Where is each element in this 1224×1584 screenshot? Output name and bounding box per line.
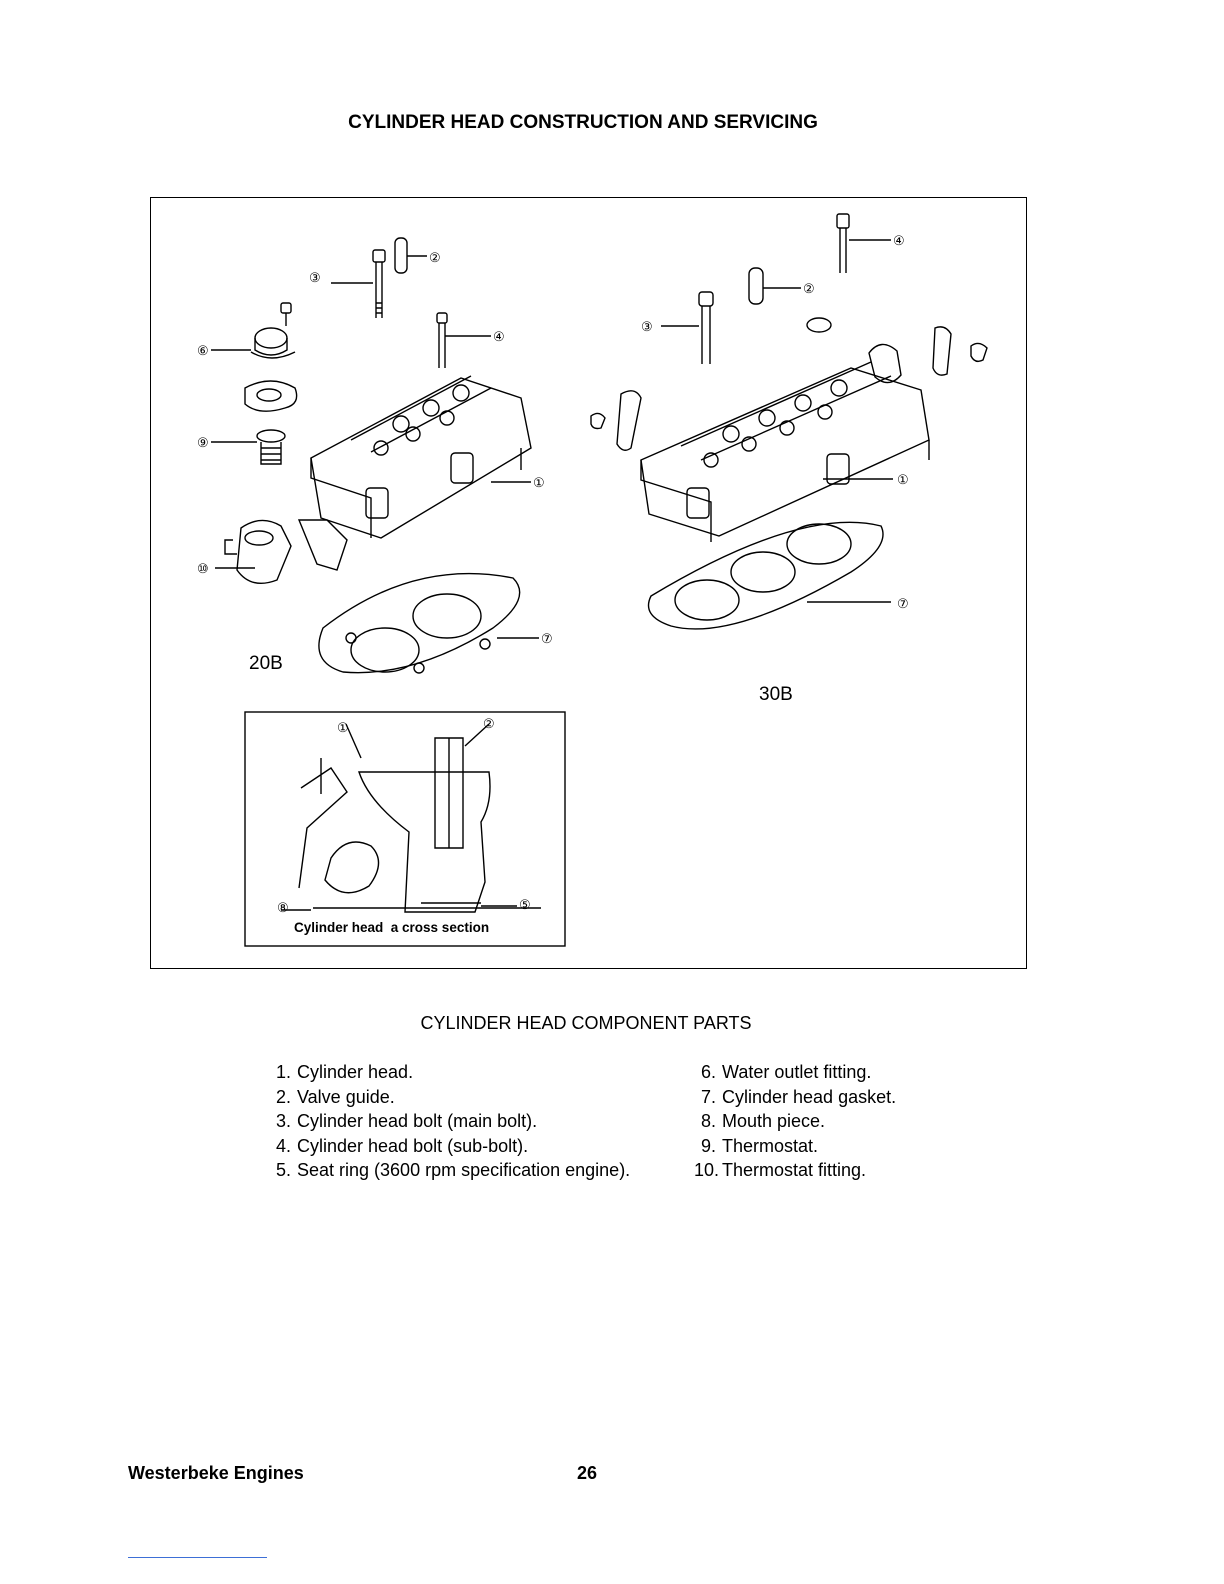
- left-callout-7-text: ⑦: [541, 631, 553, 646]
- left-callout-3-text: ③: [309, 270, 321, 285]
- left-callout-10-text: ⑩: [197, 561, 209, 576]
- exploded-diagram: [211, 213, 988, 947]
- inset-caption: Cylinder head a cross section: [294, 920, 490, 935]
- right-sub-bolt: [836, 213, 891, 273]
- parts-list-right: 6.Water outlet fitting. 7.Cylinder head …: [694, 1060, 896, 1183]
- list-item: 8.Mouth piece.: [700, 1111, 826, 1131]
- right-callout-3-text: ③: [641, 319, 653, 334]
- left-callout-4-text: ④: [493, 329, 505, 344]
- left-main-bolt: [331, 249, 386, 318]
- left-valve-guide: [394, 237, 427, 274]
- page-number: 26: [577, 1463, 598, 1483]
- page-title: CYLINDER HEAD CONSTRUCTION AND SERVICING: [348, 112, 818, 133]
- right-callout-4-text: ④: [893, 233, 905, 248]
- left-callout-1-text: ①: [533, 475, 545, 490]
- list-item: 2.Valve guide.: [275, 1086, 395, 1107]
- footer-brand: Westerbeke Engines: [128, 1463, 304, 1483]
- list-item: 10.Thermostat fitting.: [694, 1160, 867, 1180]
- list-item: 3.Cylinder head bolt (main bolt).: [275, 1111, 538, 1131]
- left-fitting-gasket: [297, 519, 348, 571]
- left-sub-bolt: [436, 312, 491, 368]
- list-item: 7.Cylinder head gasket.: [700, 1086, 897, 1107]
- left-cylinder-head: [310, 375, 532, 539]
- right-lift-bracket: [616, 390, 642, 451]
- right-main-bolt: [661, 291, 714, 364]
- list-item: 9.Thermostat.: [700, 1135, 819, 1156]
- inset-frame: [244, 711, 566, 947]
- left-callout-6-text: ⑥: [197, 343, 209, 358]
- left-callout-9-text: ⑨: [197, 435, 209, 450]
- inset-callout-1: ①: [337, 720, 349, 735]
- list-item: 4.Cylinder head bolt (sub-bolt).: [275, 1135, 529, 1156]
- right-callout-7-text: ⑦: [897, 596, 909, 611]
- inset-callout-5: ⑤: [519, 897, 531, 912]
- list-item: 6.Water outlet fitting.: [700, 1062, 872, 1082]
- left-outlet-gasket: [244, 380, 298, 412]
- right-valve-guide: [748, 267, 801, 305]
- left-thermostat: [211, 429, 286, 465]
- right-cap: [868, 343, 902, 384]
- right-callout-1-text: ①: [897, 472, 909, 487]
- parts-list-left: 1.Cylinder head. 2.Valve guide. 3.Cylind…: [269, 1060, 630, 1183]
- inset-callout-2: ②: [483, 716, 495, 731]
- left-head-gasket: [318, 572, 539, 674]
- list-item: 1.Cylinder head.: [275, 1062, 414, 1082]
- inset-callout-8: ⑧: [277, 900, 289, 915]
- right-cylinder-head: [640, 361, 930, 542]
- exploded-diagram-frame: 20B 30B ③ ② ⑥ ④ ⑨ ① ⑩ ⑦ ④ ② ③ ① ⑦ ① ② ⑧ …: [150, 197, 1027, 969]
- inset-cross-section: [281, 723, 541, 913]
- left-water-outlet: [211, 302, 296, 359]
- left-callout-2-text: ②: [429, 250, 441, 265]
- right-head-gasket: [647, 521, 891, 630]
- right-callout-2-text: ②: [803, 281, 815, 296]
- list-item: 5.Seat ring (3600 rpm specification engi…: [275, 1160, 631, 1180]
- parts-heading: CYLINDER HEAD COMPONENT PARTS: [420, 1013, 752, 1033]
- left-model-label: 20B: [249, 653, 283, 674]
- right-model-label: 30B: [759, 684, 793, 705]
- footer-rule: [128, 1557, 267, 1558]
- left-thermostat-fitting: [215, 519, 292, 584]
- right-bracket: [932, 326, 952, 376]
